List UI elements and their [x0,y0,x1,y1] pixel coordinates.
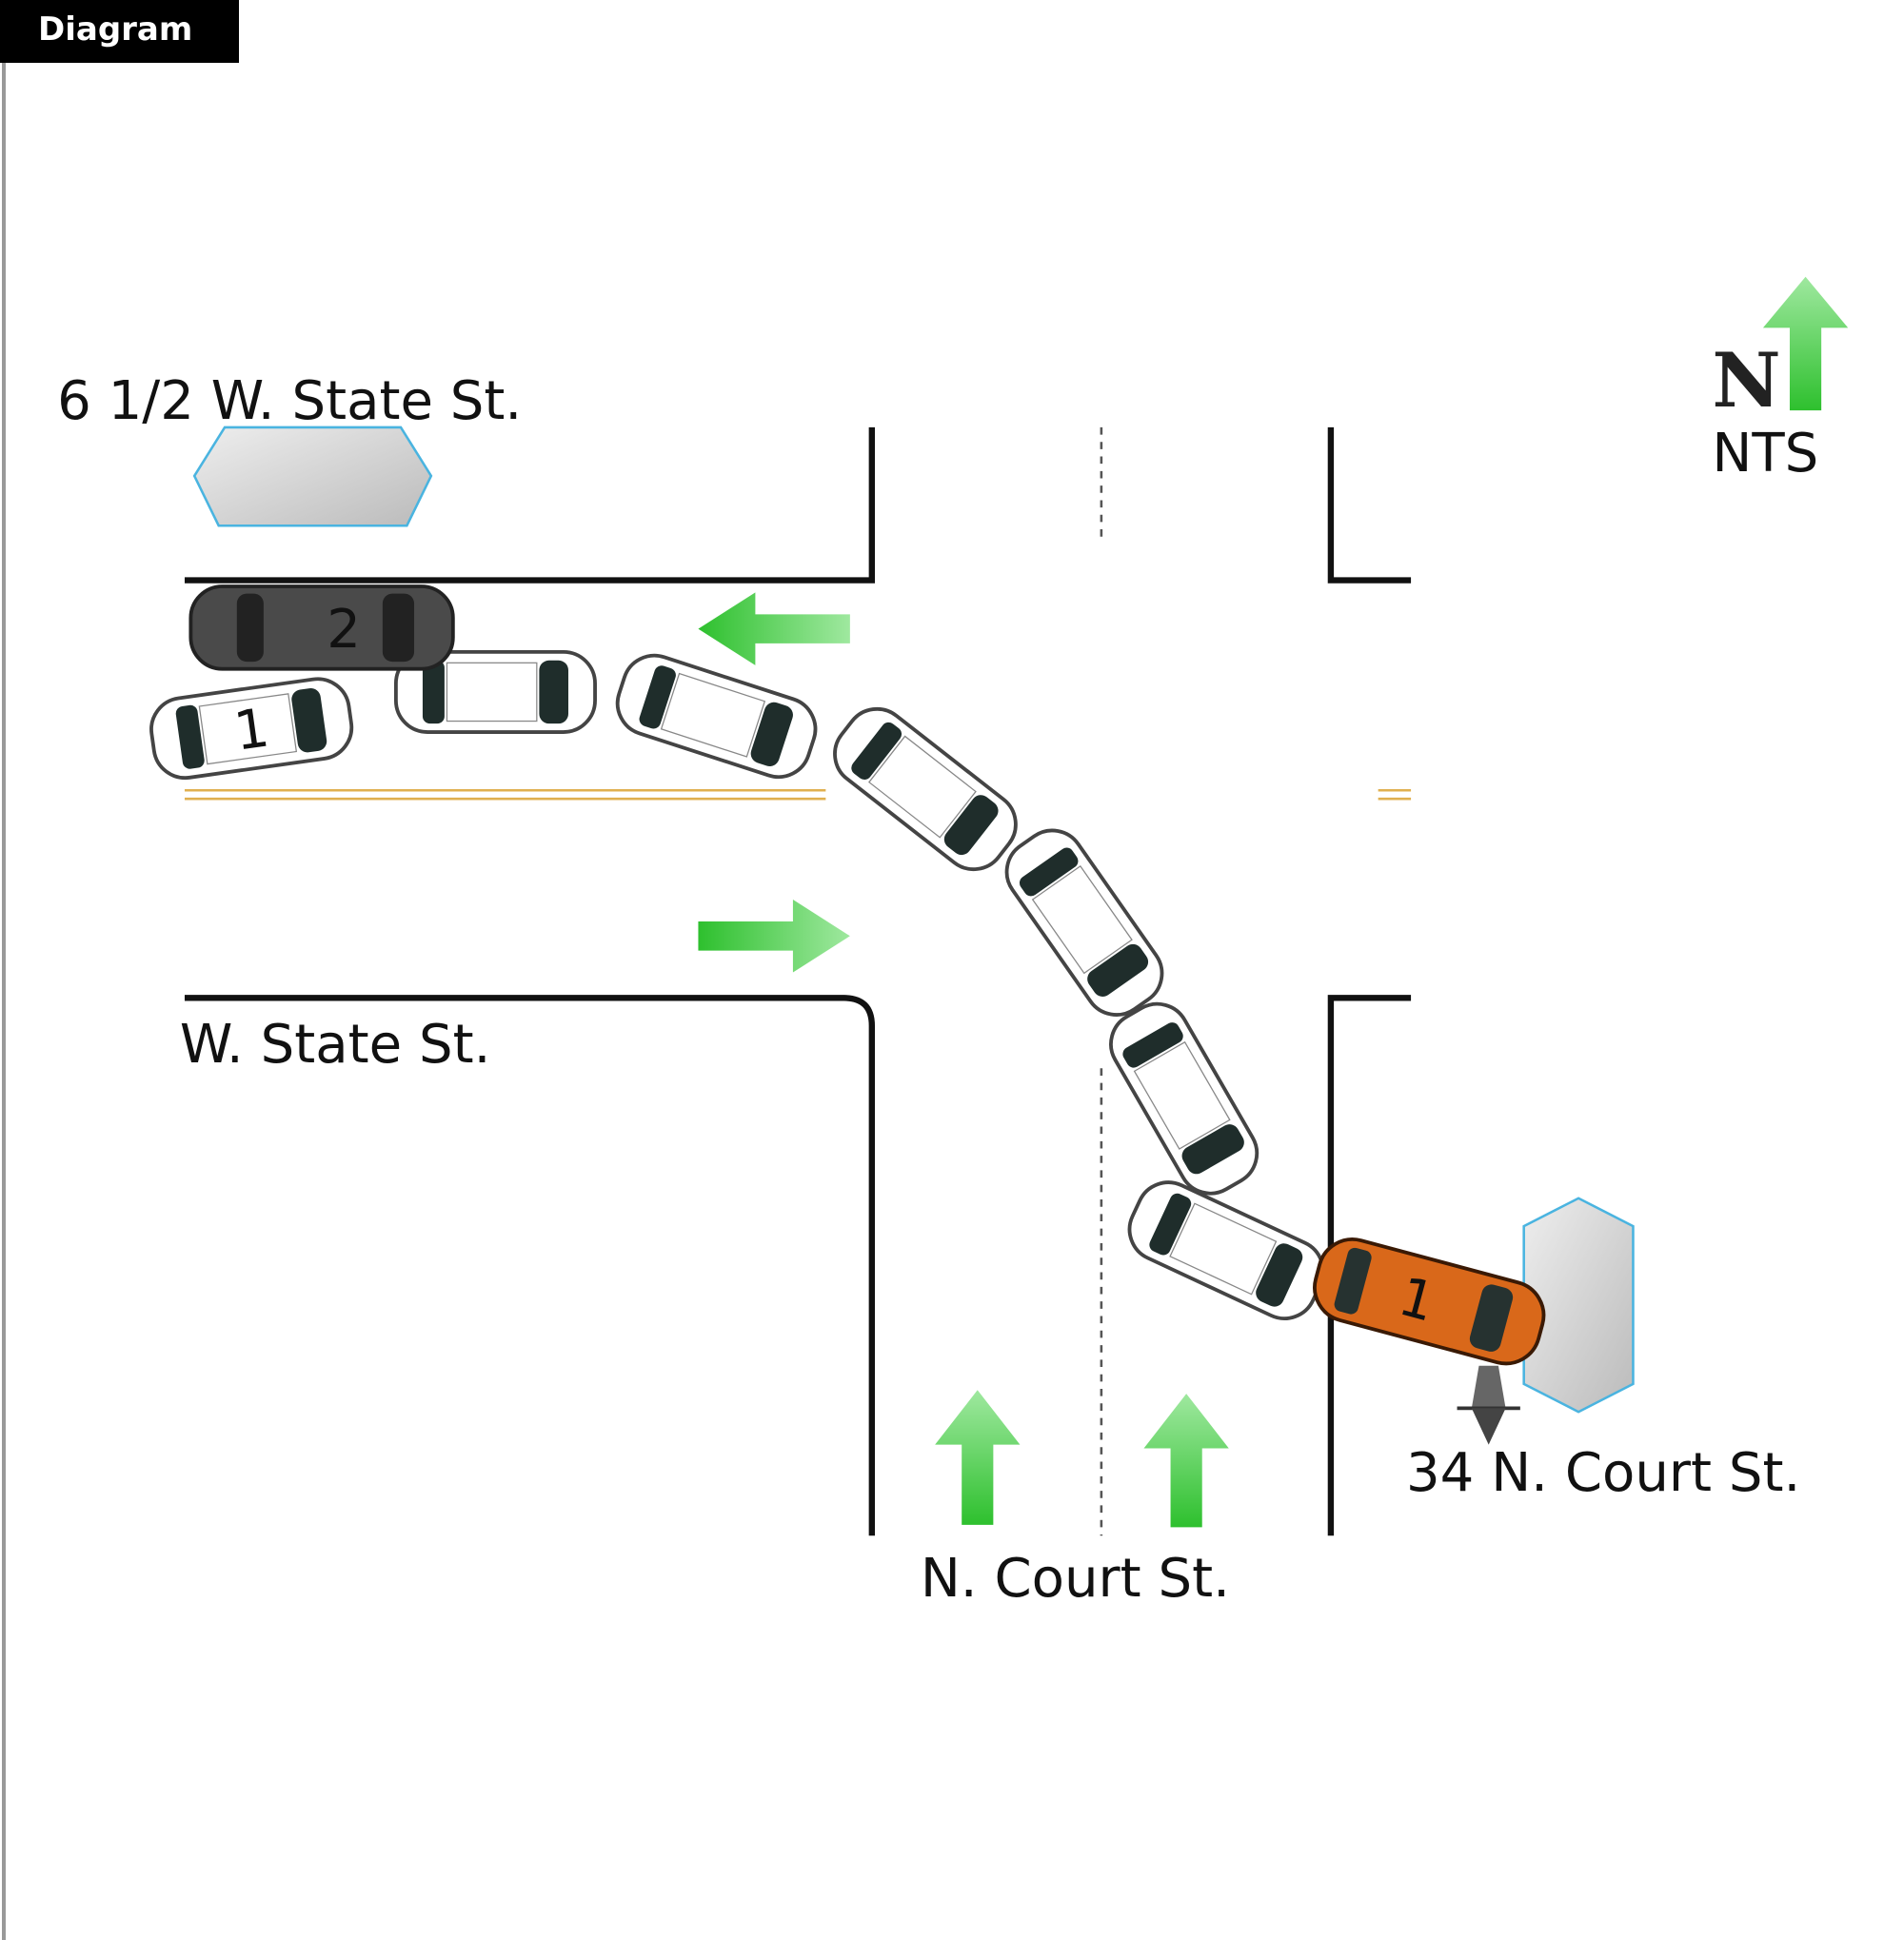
road-curbs [184,426,1412,1536]
vehicle-2-label: 2 [327,599,361,661]
street-label-w-state: W. State St. [180,1014,491,1076]
vehicle-2: 2 [188,584,455,671]
vehicle-1-start-label: 1 [230,697,272,762]
arrow-eastbound-icon [698,900,850,973]
street-label-n-court: N. Court St. [921,1548,1230,1610]
vehicle-path [393,645,1336,1331]
vehicle-1-final: 1 [1313,1237,1546,1366]
arrow-westbound-icon [698,592,850,665]
building-right [1522,1197,1635,1414]
north-label: N [1712,336,1780,425]
light-pole-icon [1457,1365,1520,1445]
diagram-title-tab[interactable]: Diagram [0,0,239,63]
arrow-northbound-icon [935,1390,1021,1525]
scale-label: NTS [1712,423,1818,485]
arrow-northbound-icon [1143,1394,1229,1528]
window-border [2,63,6,1940]
vehicle-1-start: 1 [145,673,358,784]
address-label-top: 6 1/2 W. State St. [57,370,522,432]
north-arrow-icon [1762,276,1849,411]
address-label-right: 34 N. Court St. [1406,1442,1800,1504]
building-top [192,426,433,527]
